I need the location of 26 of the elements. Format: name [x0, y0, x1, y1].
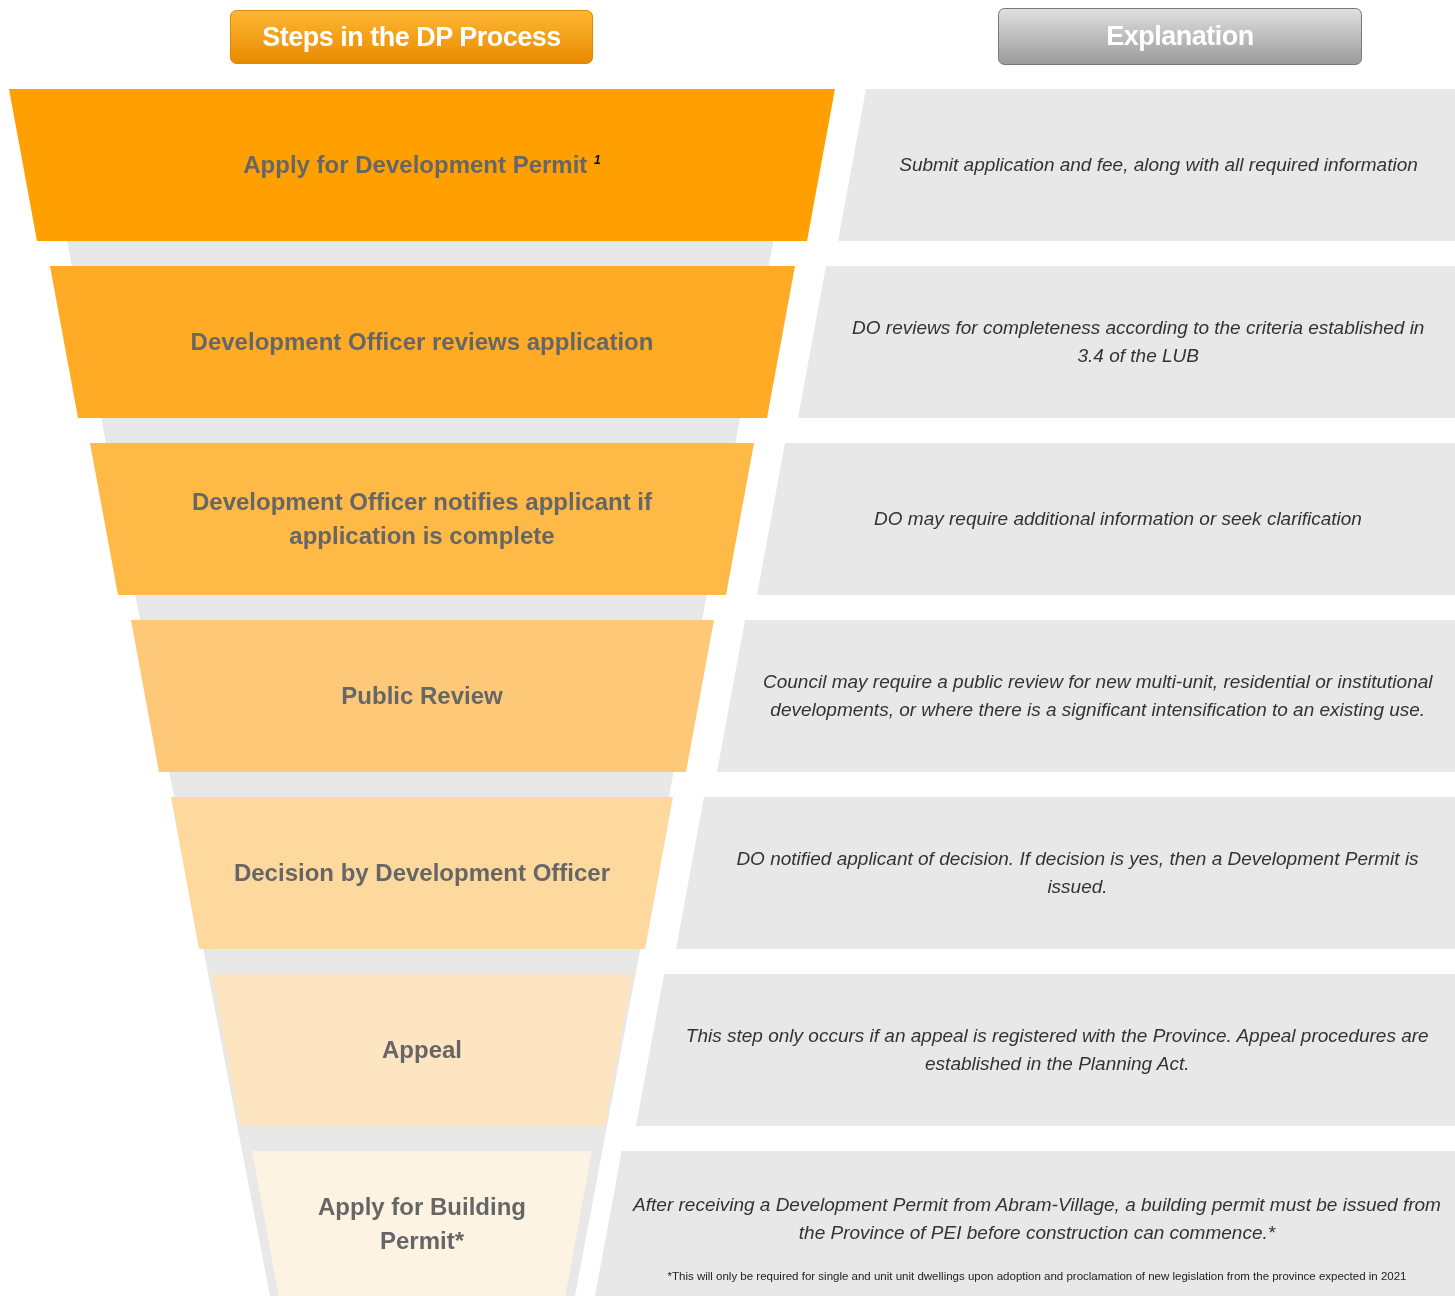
explanation-text: This step only occurs if an appeal is registered with the Province. Appeal procedures are established in the Planning Act.: [684, 1024, 1430, 1076]
step-label: Development Officer notifies applicant if application is complete: [190, 487, 654, 551]
step-label: Development Officer reviews application: [190, 327, 654, 358]
explanation-text: After receiving a Development Permit from Abram-Village, a building permit must be issued from the Province of PEI before construction can commence.*: [631, 1193, 1442, 1245]
step-trapezoid: [49, 266, 795, 418]
step-trapezoid: [9, 89, 835, 241]
step-label: Appeal: [382, 1035, 462, 1066]
explanation-text: DO reviews for completeness according to the criteria established in 3.4 of the LUB: [851, 316, 1426, 368]
step-label: Public Review: [341, 681, 503, 712]
step-trapezoid: [211, 974, 633, 1126]
header-title: Steps in the DP Process: [262, 21, 561, 53]
header-banner: [998, 8, 1362, 65]
step-label: Apply for Building Permit*: [317, 1191, 527, 1256]
step-label: Decision by Development Officer: [233, 858, 611, 889]
explanation-text: DO notified applicant of decision. If decision is yes, then a Development Permit is issued.: [735, 847, 1420, 899]
step-trapezoid: [252, 1151, 592, 1296]
explanation-text: DO may require additional information or seek clarification: [874, 507, 1362, 532]
footnote-text: *This will only be required for single and unit unit dwellings upon adoption and proclamation of new legislation from the province expected in 2021: [667, 1269, 1407, 1285]
step-label: Apply for Development Permit $^{1}$: [243, 150, 601, 181]
step-trapezoid: [90, 443, 754, 595]
header-banner: [230, 10, 593, 64]
header-title: Explanation: [1106, 21, 1254, 52]
step-trapezoid: [171, 797, 673, 949]
explanation-text: Submit application and fee, along with all required information: [899, 153, 1418, 178]
step-trapezoid: [130, 620, 714, 772]
explanation-text: Council may require a public review for new multi-unit, residential or institutional developments, or where there is a significant intensification to an existing use.: [762, 670, 1434, 722]
